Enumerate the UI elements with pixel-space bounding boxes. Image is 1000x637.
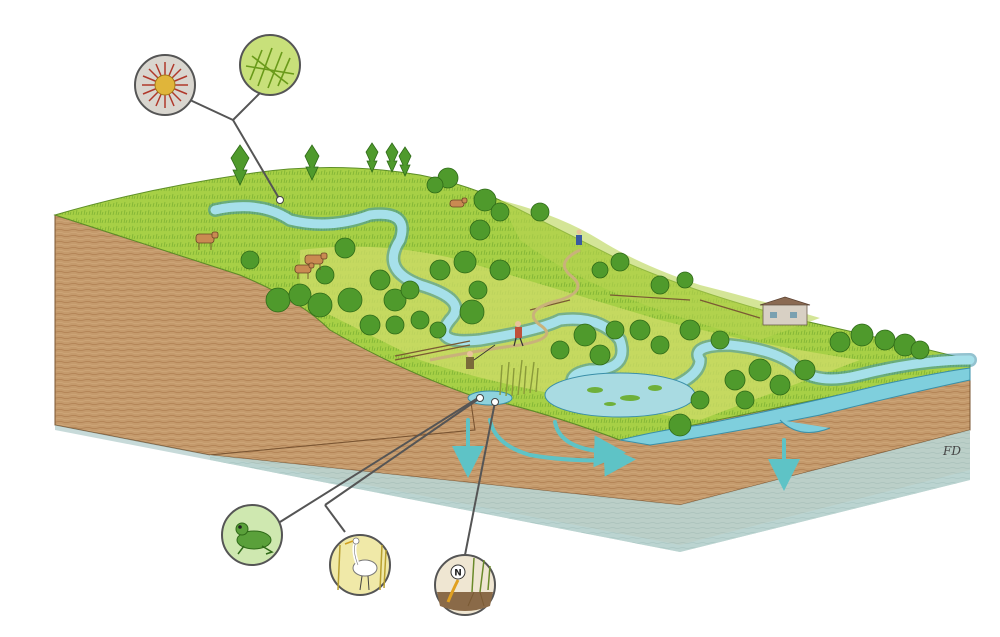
nitrogen-roots-icon — [434, 554, 496, 616]
callout-markers — [276, 196, 499, 406]
cow-icon — [294, 262, 315, 279]
artist-signature: FD — [942, 444, 961, 458]
hiker-icon — [576, 229, 582, 245]
heron-icon — [329, 534, 391, 596]
house-icon — [759, 296, 811, 326]
callout-lines — [189, 84, 496, 556]
pollen-icon — [134, 54, 196, 116]
hiker-icon — [513, 321, 524, 347]
footpath — [429, 248, 581, 362]
frog-icon — [221, 504, 283, 566]
nitrogen-badge-letter: N — [454, 569, 462, 579]
moss-icon — [239, 34, 301, 96]
trees — [230, 142, 930, 437]
cow-icon — [449, 197, 468, 208]
groundwater-layer — [55, 425, 970, 552]
river — [208, 199, 977, 446]
water-flow-arrows — [452, 418, 800, 491]
fisherman-icon — [466, 344, 496, 369]
cow-icon — [195, 231, 219, 250]
